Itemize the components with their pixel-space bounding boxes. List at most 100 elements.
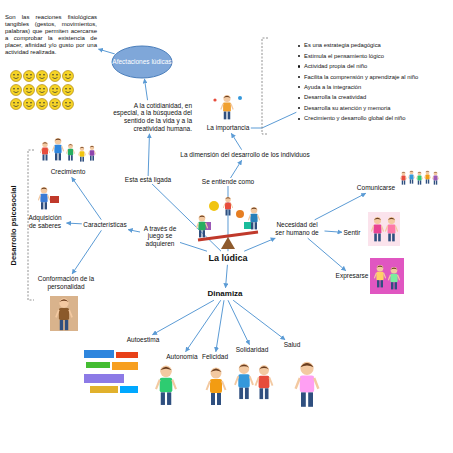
concept-text: Características: [83, 221, 126, 229]
happiness-picture: [207, 368, 226, 406]
emoji-grid: [11, 85, 22, 96]
concept-node: Salud: [284, 341, 301, 349]
connector-arrow: [226, 265, 228, 288]
concept-text: Dinamiza: [207, 289, 242, 298]
connector-arrow: [216, 300, 224, 351]
family-picture: [40, 138, 96, 162]
concept-node: A la cotidianidad, en especial, a la bús…: [108, 102, 192, 133]
self-esteem-picture: [84, 374, 124, 383]
connector-arrow: [228, 300, 249, 344]
expression-picture: [370, 258, 404, 294]
concept-text: Crecimiento: [51, 168, 86, 176]
connector-arrow: [231, 133, 241, 149]
concept-node: Crecimiento: [51, 168, 86, 176]
people-picture: [400, 172, 407, 185]
list-bullet: [298, 118, 300, 120]
health-picture: [296, 362, 319, 407]
feeling-picture: [371, 217, 383, 241]
concept-text: Salud: [284, 341, 301, 349]
importance-figure: [238, 96, 242, 100]
emoji-grid: [63, 85, 74, 96]
concept-node: Características: [83, 221, 126, 229]
play-illustration: [244, 222, 251, 229]
concept-text: Expresarse: [336, 272, 369, 280]
emoji-grid: [37, 71, 48, 82]
emoji-grid: [24, 99, 35, 110]
connector-arrow: [144, 79, 147, 100]
list-row: Crecimiento y desarrollo global del niño: [298, 115, 418, 122]
expression-picture: [370, 258, 404, 294]
concept-node: Necesidad del ser humano de: [271, 221, 323, 236]
expression-picture: [388, 267, 399, 290]
autonomy-picture: [156, 366, 176, 405]
play-illustration: [196, 197, 259, 249]
list-bullet: [298, 65, 300, 67]
expression-picture: [374, 265, 385, 288]
self-esteem-picture: [112, 362, 138, 370]
list-row: Desarrolla su atención y memoria: [298, 105, 418, 112]
link-phrase: Esta está ligada: [124, 176, 172, 184]
concept-node: Dinamiza: [207, 289, 242, 298]
connector-arrow: [152, 300, 213, 334]
people-picture: [408, 171, 415, 184]
connector-arrow: [186, 300, 221, 351]
play-illustration: [209, 201, 219, 211]
concept-text: Autoestima: [127, 336, 160, 344]
emoji-grid: [63, 99, 74, 110]
link-phrase: Se entiende como: [201, 178, 255, 186]
family-picture: [88, 146, 96, 161]
list-row: Actividad propia del niño: [298, 63, 418, 70]
family-picture: [66, 144, 75, 161]
concept-text: Sentir: [344, 229, 361, 237]
play-illustration: [236, 210, 244, 218]
health-picture: [296, 362, 319, 407]
self-esteem-picture: [84, 350, 138, 393]
connector-arrow: [308, 238, 346, 271]
link-phrase: A través de juego se adquieren: [140, 225, 180, 248]
self-esteem-picture: [116, 352, 138, 358]
list-bracket: [262, 38, 268, 134]
connector-arrow: [233, 300, 285, 339]
concept-text: La dimensión del desarrollo de los indiv…: [180, 151, 309, 159]
emoji-grid: [50, 99, 61, 110]
list-item: Facilita la comprensión y aprendizaje al…: [304, 74, 418, 81]
concept-node: Autonomía: [166, 353, 197, 361]
play-illustration: [248, 207, 259, 230]
feeling-picture: [385, 217, 397, 241]
emoji-grid: [37, 99, 48, 110]
autonomy-picture: [156, 366, 176, 405]
feeling-picture: [368, 212, 400, 246]
side-label: Desarrollo psicosocial: [9, 185, 18, 265]
people-picture: [424, 171, 431, 184]
concept-node: Son las reaciones fisiológicas tangibles…: [5, 14, 97, 56]
connector-arrow: [67, 223, 82, 225]
importance-figure: [213, 95, 242, 119]
list-item: Estimula el pensamiento lógico: [304, 53, 384, 60]
people-picture: [400, 171, 439, 185]
concept-text: La importancia: [207, 124, 250, 132]
self-esteem-picture: [86, 362, 110, 368]
list-bullet: [298, 55, 300, 57]
list-row: Facilita la comprensión y aprendizaje al…: [298, 74, 418, 81]
list-item: Desarrolla su atención y memoria: [304, 105, 390, 112]
self-esteem-picture: [120, 386, 138, 393]
importance-figure: [221, 95, 233, 119]
concept-node: Sentir: [344, 229, 361, 237]
people-picture: [416, 172, 423, 185]
connector-arrow: [244, 238, 275, 251]
family-picture: [52, 138, 63, 161]
emoji-grid: [50, 85, 61, 96]
concept-text: Conformación de la personalidad: [34, 275, 98, 290]
concept-ellipse: Afectaciones lúdicas: [111, 45, 173, 79]
solidarity-picture: [235, 363, 253, 399]
concept-text: Comunicarse: [357, 184, 395, 192]
emoji-grid: [24, 71, 35, 82]
concept-node: La importancia: [207, 124, 250, 132]
concept-text: Son las reaciones fisiológicas tangibles…: [5, 14, 97, 56]
happiness-picture: [207, 368, 226, 406]
list-item: Actividad propia del niño: [304, 63, 367, 70]
list-item: Desarrolla la creatividad: [304, 94, 366, 101]
list-bullet: [298, 107, 300, 109]
